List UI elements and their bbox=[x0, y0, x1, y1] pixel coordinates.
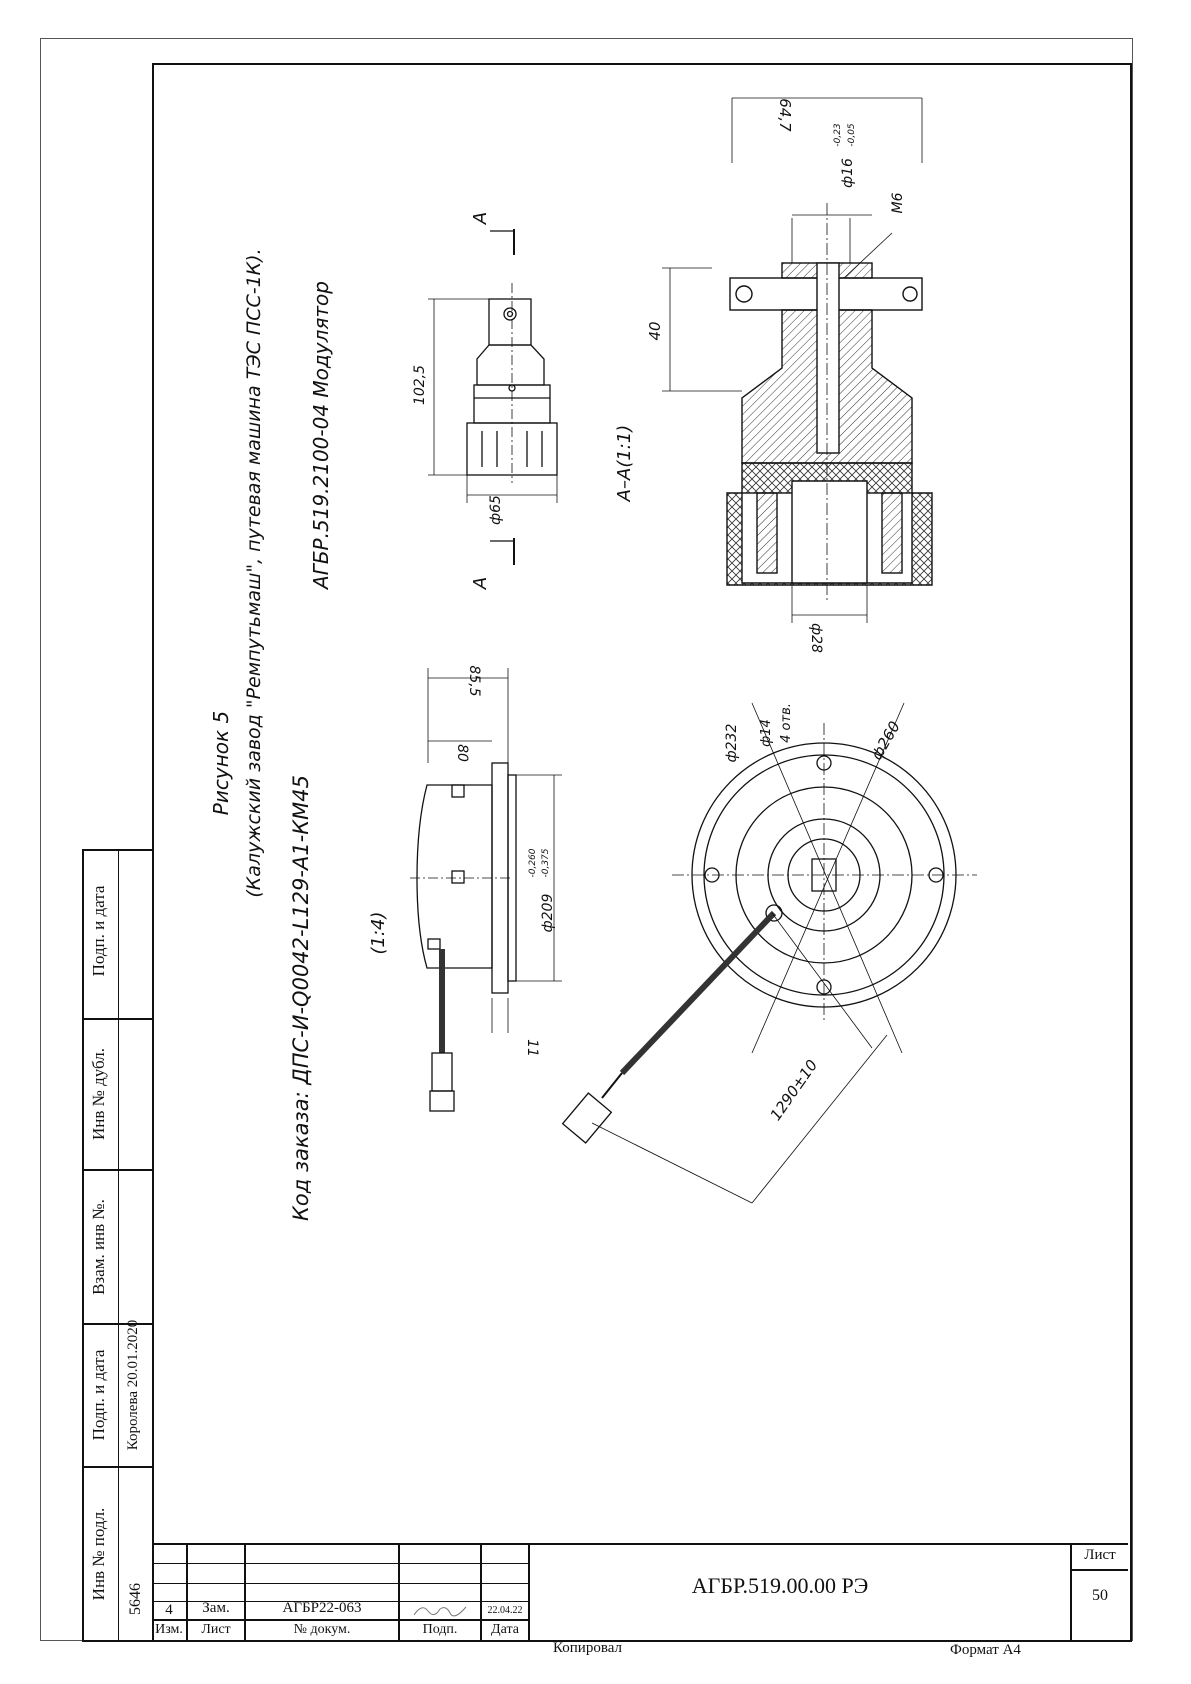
side-signature-value: Королева 20.01.2020 bbox=[125, 1319, 141, 1451]
part-side-view bbox=[428, 229, 558, 565]
scale-label: (1:4) bbox=[368, 911, 389, 954]
section-view bbox=[662, 97, 933, 623]
side-cell-label: Подп. и дата bbox=[89, 1349, 108, 1441]
dim-d232: ф232 bbox=[724, 724, 740, 763]
figure-title: Рисунок 5 bbox=[209, 711, 233, 815]
sheet-number: 50 bbox=[1092, 1587, 1108, 1604]
dim-d209: ф209 bbox=[540, 894, 556, 933]
part-name: АГБР.519.2100-04 Модулятор bbox=[309, 281, 333, 591]
dim-80: 80 bbox=[454, 744, 470, 762]
doc-no-value: АГБР22-063 bbox=[282, 1600, 362, 1616]
dim-1025: 102,5 bbox=[412, 365, 428, 405]
dim-cable-length: 1290±10 bbox=[767, 1056, 822, 1124]
order-code: Код заказа: ДПС-И-Q0042-L129-A1-КМ45 bbox=[289, 775, 313, 1221]
header-podp: Подп. bbox=[422, 1622, 458, 1637]
header-izm: Изм. bbox=[155, 1622, 183, 1637]
dim-holes: 4 отв. bbox=[779, 703, 794, 743]
drawing-frame bbox=[152, 63, 1132, 1642]
change-value: Зам. bbox=[202, 1600, 230, 1616]
dim-d14: ф14 bbox=[759, 719, 774, 747]
header-doc: № докум. bbox=[293, 1622, 351, 1637]
dim-d16-tol-low: -0,05 bbox=[847, 123, 857, 147]
dim-647: 64,7 bbox=[776, 98, 794, 132]
section-mark-top: A bbox=[470, 212, 491, 225]
side-cell-label: Инв № подл. bbox=[89, 1507, 108, 1601]
dim-d28: ф28 bbox=[808, 623, 824, 653]
dim-d209-tol-up: -0,260 bbox=[528, 848, 538, 877]
header-list: Лист bbox=[201, 1622, 231, 1637]
format-label: Формат А4 bbox=[950, 1642, 1021, 1658]
side-inv-value: 5646 bbox=[127, 1583, 144, 1615]
dim-d260: ф260 bbox=[868, 718, 904, 763]
side-cell-label: Подп. и дата bbox=[89, 885, 108, 977]
rev-value: 4 bbox=[165, 1602, 173, 1618]
flange-side-view bbox=[410, 668, 562, 1112]
side-cell-label: Взам. инв №. bbox=[89, 1199, 108, 1295]
dim-d209-tol-low: -0,375 bbox=[541, 848, 551, 877]
dim-d16-tol-up: -0,23 bbox=[833, 123, 843, 147]
technical-drawing: Рисунок 5 (Калужский завод "Ремпутьмаш",… bbox=[209, 97, 977, 1221]
date-value: 22.04.22 bbox=[487, 1605, 523, 1616]
dim-d65: ф65 bbox=[488, 495, 504, 525]
dim-d16: ф16 bbox=[840, 158, 856, 188]
section-mark-bottom: A bbox=[470, 577, 491, 590]
side-stamp: Подп. и дата Инв № дубл. Взам. инв №. По… bbox=[82, 849, 154, 1642]
copied-label: Копировал bbox=[553, 1640, 622, 1656]
section-label: A–A(1:1) bbox=[614, 425, 635, 503]
dim-m6: М6 bbox=[890, 192, 906, 213]
customer-text: (Калужский завод "Ремпутьмаш", путевая м… bbox=[243, 248, 265, 897]
document-designation: АГБР.519.00.00 РЭ bbox=[691, 1573, 869, 1598]
title-block: 4 Зам. АГБР22-063 22.04.22 Изм. Лист № д… bbox=[152, 1543, 1128, 1640]
sheet-label: Лист bbox=[1084, 1547, 1116, 1563]
flange-top-view bbox=[561, 702, 977, 1204]
signature-icon bbox=[410, 1601, 470, 1619]
dim-855: 85,5 bbox=[466, 665, 482, 696]
dim-40: 40 bbox=[646, 321, 664, 340]
header-date: Дата bbox=[491, 1622, 519, 1637]
side-cell-label: Инв № дубл. bbox=[89, 1048, 108, 1141]
dim-11: 11 bbox=[524, 1039, 540, 1057]
